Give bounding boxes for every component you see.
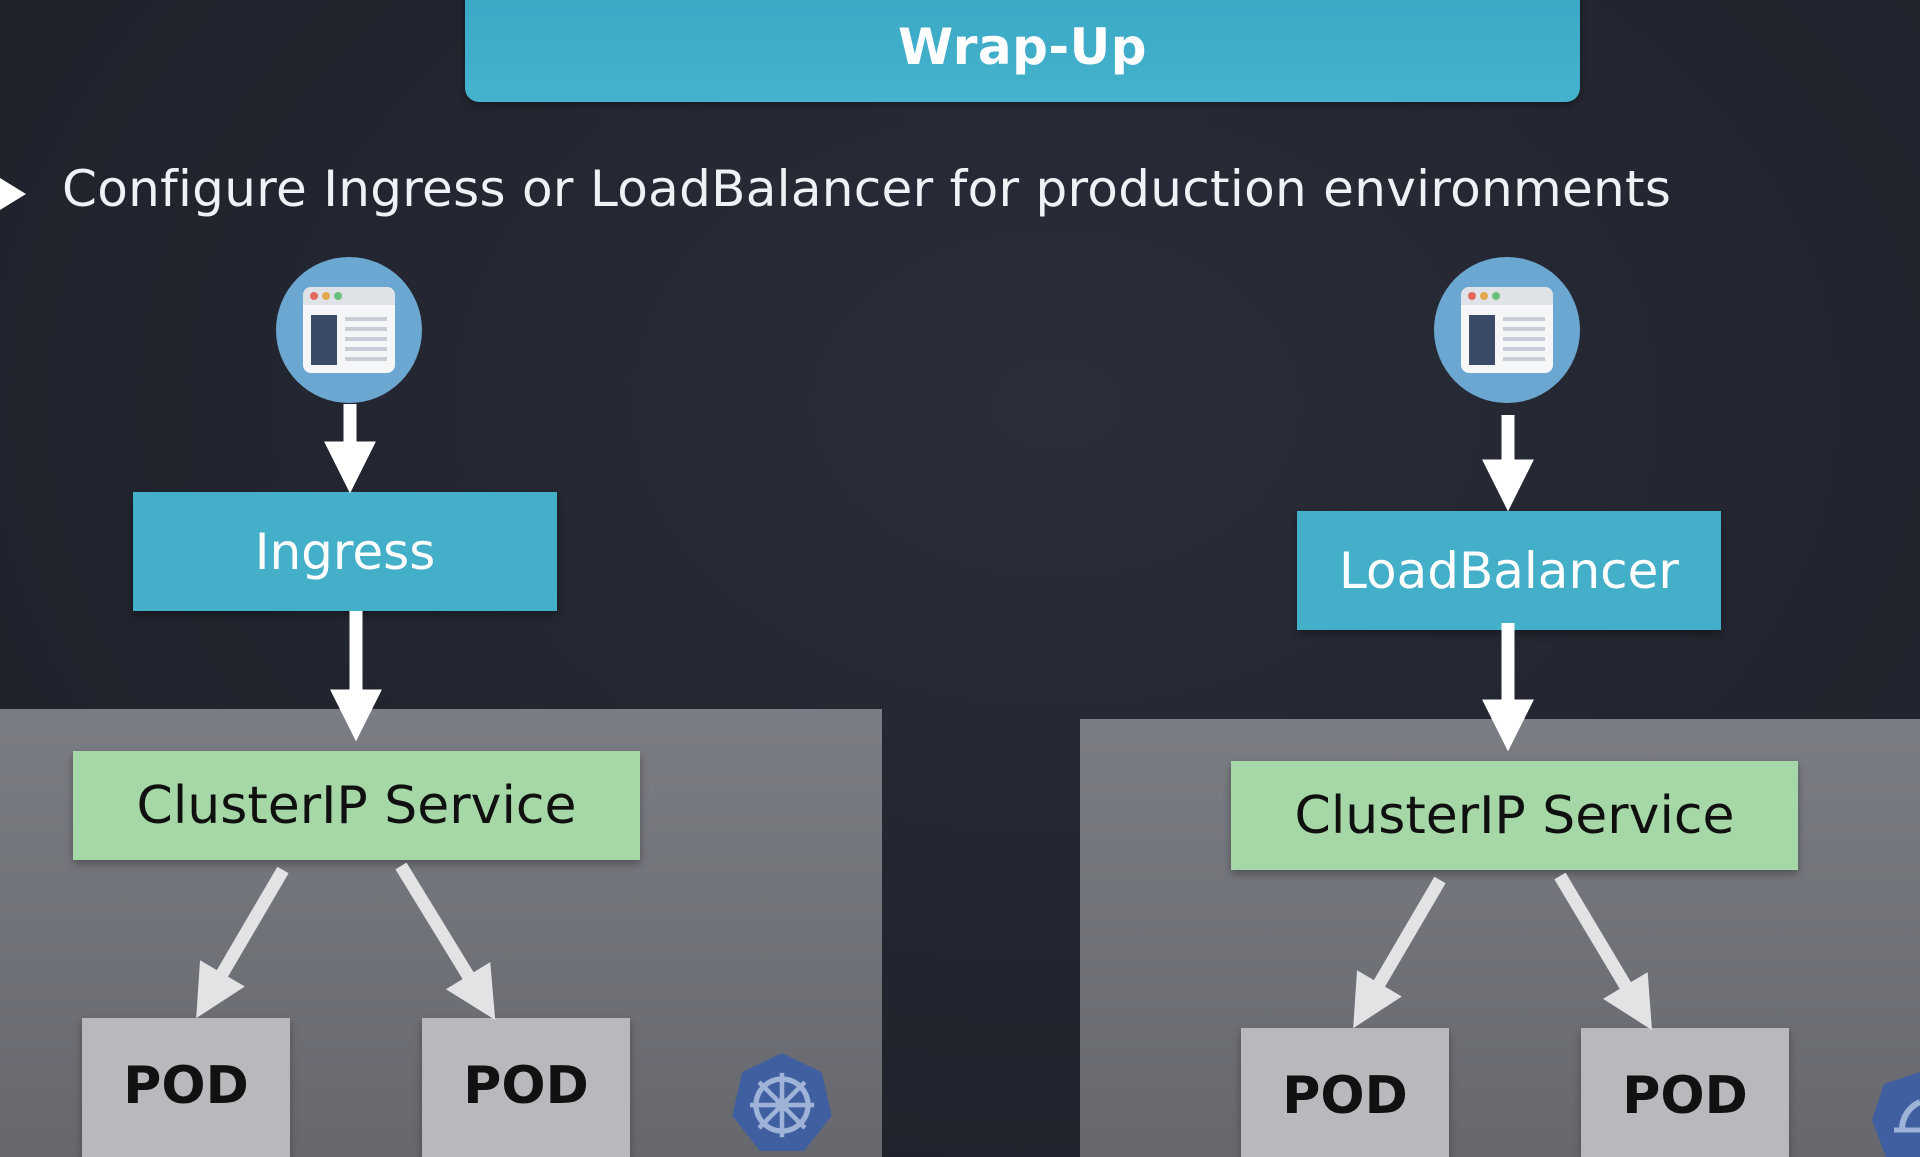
left-pod-1: POD [82,1018,290,1157]
right-clusterip-service-box: ClusterIP Service [1231,761,1798,870]
browser-window-icon [1461,287,1553,373]
loadbalancer-label: LoadBalancer [1339,541,1679,600]
left-clusterip-service-box: ClusterIP Service [73,751,640,860]
left-pod-2: POD [422,1018,630,1157]
right-pod-1-label: POD [1282,1066,1408,1126]
ingress-label: Ingress [254,522,436,581]
loadbalancer-box: LoadBalancer [1297,511,1721,630]
bullet-arrow-icon [0,178,26,210]
right-pod-2: POD [1581,1028,1789,1157]
bullet-text: Configure Ingress or LoadBalancer for pr… [62,160,1672,218]
browser-window-icon [303,287,395,373]
slide-title-bar: Wrap-Up [465,0,1580,102]
left-pod-1-label: POD [123,1056,249,1116]
slide-title: Wrap-Up [897,18,1148,76]
right-browser-client-icon [1434,257,1580,403]
right-clusterip-service-label: ClusterIP Service [1294,785,1735,846]
left-pod-2-label: POD [463,1056,589,1116]
left-browser-client-icon [276,257,422,403]
kubernetes-logo-icon [732,1053,832,1151]
right-pod-1: POD [1241,1028,1449,1157]
ingress-box: Ingress [133,492,557,611]
right-pod-2-label: POD [1622,1066,1748,1126]
left-clusterip-service-label: ClusterIP Service [136,775,577,836]
kubernetes-logo-icon-partial [1872,1072,1920,1157]
